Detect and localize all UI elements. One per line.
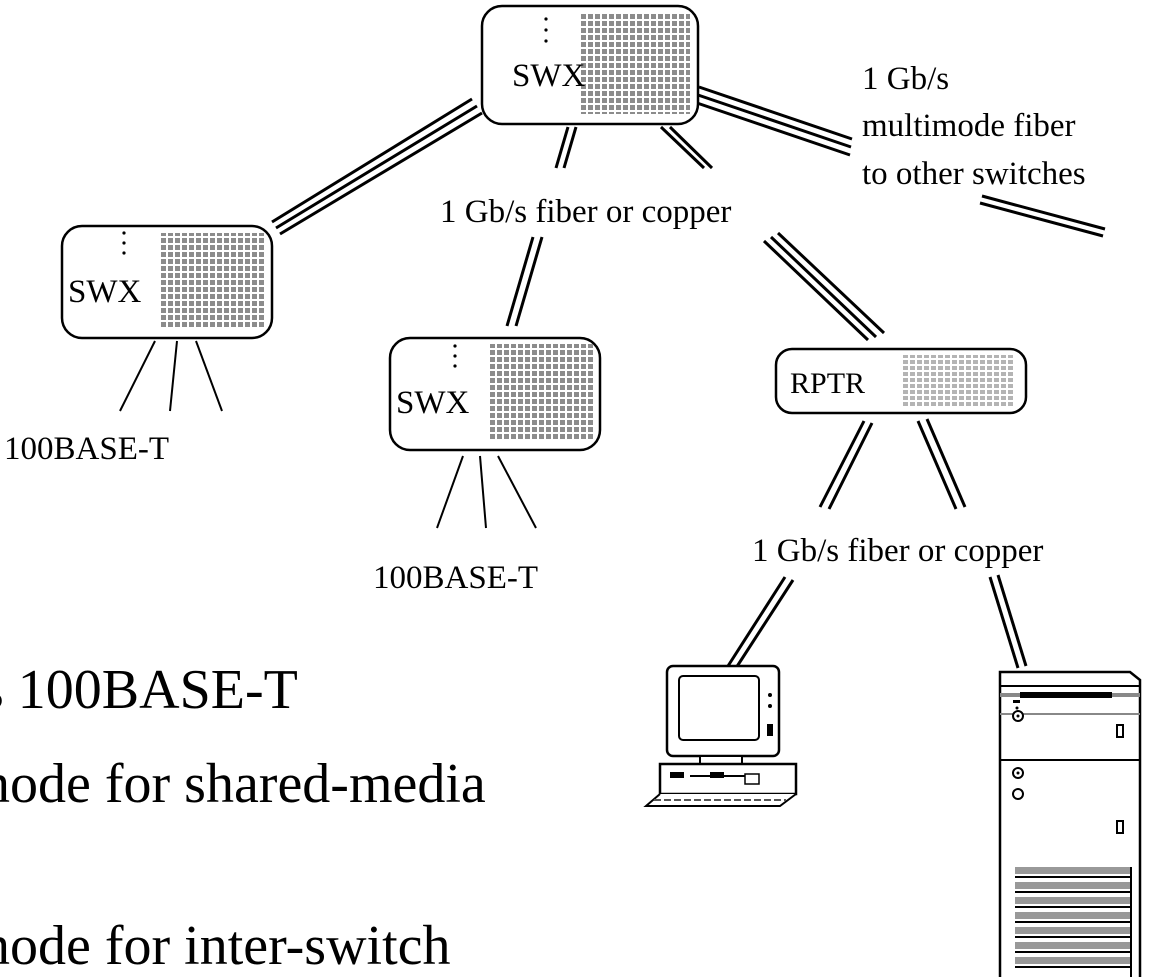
access-label-left: 100BASE-T: [4, 431, 169, 467]
switch-left: SWX: [60, 224, 274, 340]
link-top-to-left-switch: [271, 97, 483, 236]
link-top-stub-right: [659, 125, 714, 170]
switch-top-label: SWX: [512, 58, 586, 94]
link-label-bottom: 1 Gb/s fiber or copper: [752, 533, 1043, 569]
uplink-label-line2: multimode fiber: [862, 108, 1076, 144]
link-repeater-stub-right: [916, 418, 967, 510]
access-lines-left: [119, 340, 223, 412]
switch-middle: SWX: [388, 336, 602, 452]
drive-bay-slots: [1015, 867, 1131, 968]
body-text-line1: s 100BASE-T: [0, 659, 298, 721]
switch-middle-label: SWX: [396, 385, 470, 421]
workstation-icon: [643, 664, 798, 807]
switch-left-label: SWX: [68, 274, 142, 310]
uplink-label-line1: 1 Gb/s: [862, 61, 949, 97]
port-grid-icon: [903, 355, 1013, 407]
switch-top: SWX: [480, 4, 700, 126]
link-to-server: [988, 574, 1028, 669]
body-text-line2: node for shared-media: [0, 753, 486, 815]
link-to-repeater: [762, 231, 886, 342]
uplink-label-line3: to other switches: [862, 156, 1086, 192]
repeater-label: RPTR: [790, 367, 865, 400]
server-icon: [998, 670, 1142, 977]
port-grid-icon: [160, 233, 266, 329]
link-to-middle-switch: [505, 236, 544, 327]
access-label-middle: 100BASE-T: [373, 560, 538, 596]
link-top-stub-left: [554, 126, 578, 169]
link-to-workstation: [726, 576, 795, 669]
link-repeater-stub-left: [818, 420, 874, 510]
repeater: RPTR: [774, 347, 1028, 415]
access-lines-middle: [436, 455, 537, 529]
link-label-top: 1 Gb/s fiber or copper: [440, 194, 731, 230]
port-grid-icon: [488, 344, 594, 440]
link-top-uplink-upper: [696, 85, 853, 157]
port-grid-icon: [580, 14, 690, 114]
link-uplink-lower: [979, 194, 1106, 238]
body-text-line3: node for inter-switch: [0, 915, 451, 977]
